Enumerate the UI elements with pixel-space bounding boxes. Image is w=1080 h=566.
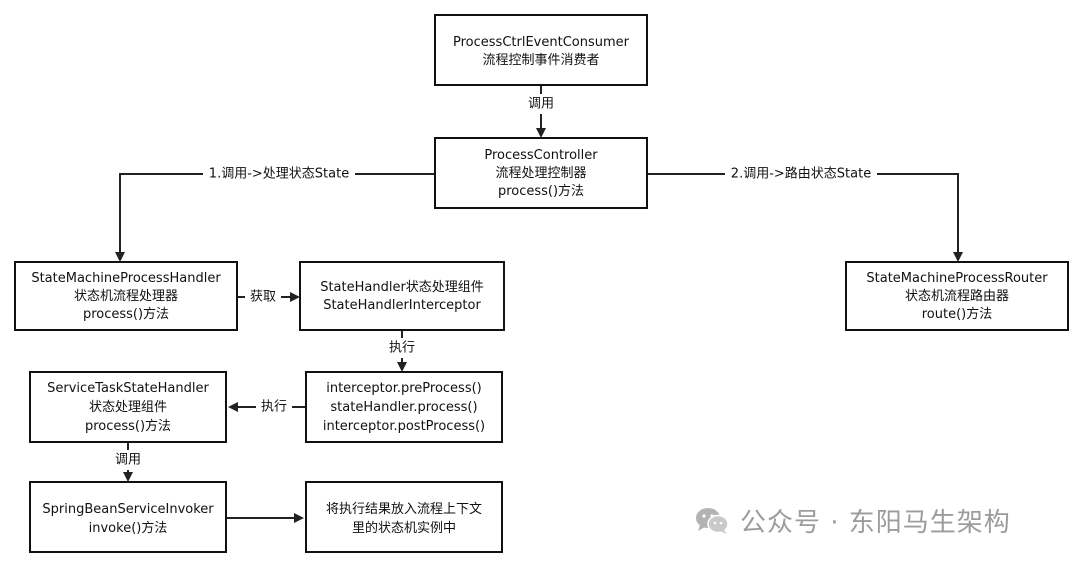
node-router-line-3: route()方法 [922,306,993,322]
node-state-handler-component: StateHandler状态处理组件 StateHandlerIntercept… [299,261,505,331]
node-component-line-1: StateHandler状态处理组件 [320,280,484,295]
edge-label-consumer-controller: 调用 [528,97,554,112]
edge-controller-handler: 1.调用->处理状态State [115,164,435,262]
edge-component-interceptor: 执行 [384,331,420,372]
node-process-ctrl-event-consumer: ProcessCtrlEventConsumer 流程控制事件消费者 [434,14,648,86]
nodes: ProcessCtrlEventConsumer 流程控制事件消费者 Proce… [14,14,1069,553]
node-invoker-line-2: invoke()方法 [89,520,168,536]
wechat-icon [694,506,730,536]
node-state-machine-process-handler: StateMachineProcessHandler 状态机流程处理器 proc… [14,261,238,331]
node-handler-line-2: 状态机流程处理器 [74,289,178,304]
edge-controller-router: 2.调用->路由状态State [648,164,963,262]
edge-handler-component: 获取 [237,287,300,307]
node-consumer-line-1: ProcessCtrlEventConsumer [453,35,630,50]
node-service-task-line-1: ServiceTaskStateHandler [47,381,209,396]
node-state-machine-process-router: StateMachineProcessRouter 状态机流程路由器 route… [845,261,1069,331]
edge-label-controller-router: 2.调用->路由状态State [731,166,871,182]
edge-label-component-interceptor: 执行 [389,341,415,356]
node-service-task-state-handler: ServiceTaskStateHandler 状态处理组件 process()… [29,371,227,443]
edge-label-controller-handler: 1.调用->处理状态State [209,167,349,182]
node-handler-line-1: StateMachineProcessHandler [31,271,221,286]
edge-interceptor-service-task: 执行 [228,397,305,417]
node-interceptor-line-2: stateHandler.process() [330,400,477,415]
node-invoker-line-1: SpringBeanServiceInvoker [42,502,214,517]
node-service-task-line-3: process()方法 [85,418,171,434]
edge-label-handler-component: 获取 [250,290,276,305]
node-controller-line-2: 流程处理控制器 [495,166,586,181]
node-spring-bean-service-invoker: SpringBeanServiceInvoker invoke()方法 [29,481,227,553]
node-interceptor-line-1: interceptor.preProcess() [326,381,482,396]
node-service-task-line-2: 状态处理组件 [89,400,167,415]
edges: 调用 1.调用->处理状态State 2.调用->路由状态State 获取 执行… [110,86,963,523]
edge-service-task-invoker: 调用 [110,443,146,482]
watermark: 公众号 · 东阳马生架构 [694,502,1011,539]
node-result-line-2: 里的状态机实例中 [352,520,456,536]
node-router-line-2: 状态机流程路由器 [905,288,1009,304]
node-router-line-1: StateMachineProcessRouter [866,271,1048,286]
edge-label-service-task-invoker: 调用 [115,453,141,468]
node-interceptor-line-3: interceptor.postProcess() [323,419,485,434]
node-component-line-2: StateHandlerInterceptor [323,298,481,313]
watermark-text: 公众号 · 东阳马生架构 [740,508,1011,538]
node-controller-line-1: ProcessController [484,148,598,163]
node-consumer-line-2: 流程控制事件消费者 [482,53,599,68]
node-controller-line-3: process()方法 [498,183,584,199]
node-process-controller: ProcessController 流程处理控制器 process()方法 [434,137,648,209]
edge-consumer-controller: 调用 [523,86,559,138]
edge-label-interceptor-service-task: 执行 [261,400,287,415]
node-result: 将执行结果放入流程上下文 里的状态机实例中 [305,481,503,553]
node-interceptor-process: interceptor.preProcess() stateHandler.pr… [305,371,503,443]
node-handler-line-3: process()方法 [83,306,169,322]
node-result-line-1: 将执行结果放入流程上下文 [326,502,482,517]
